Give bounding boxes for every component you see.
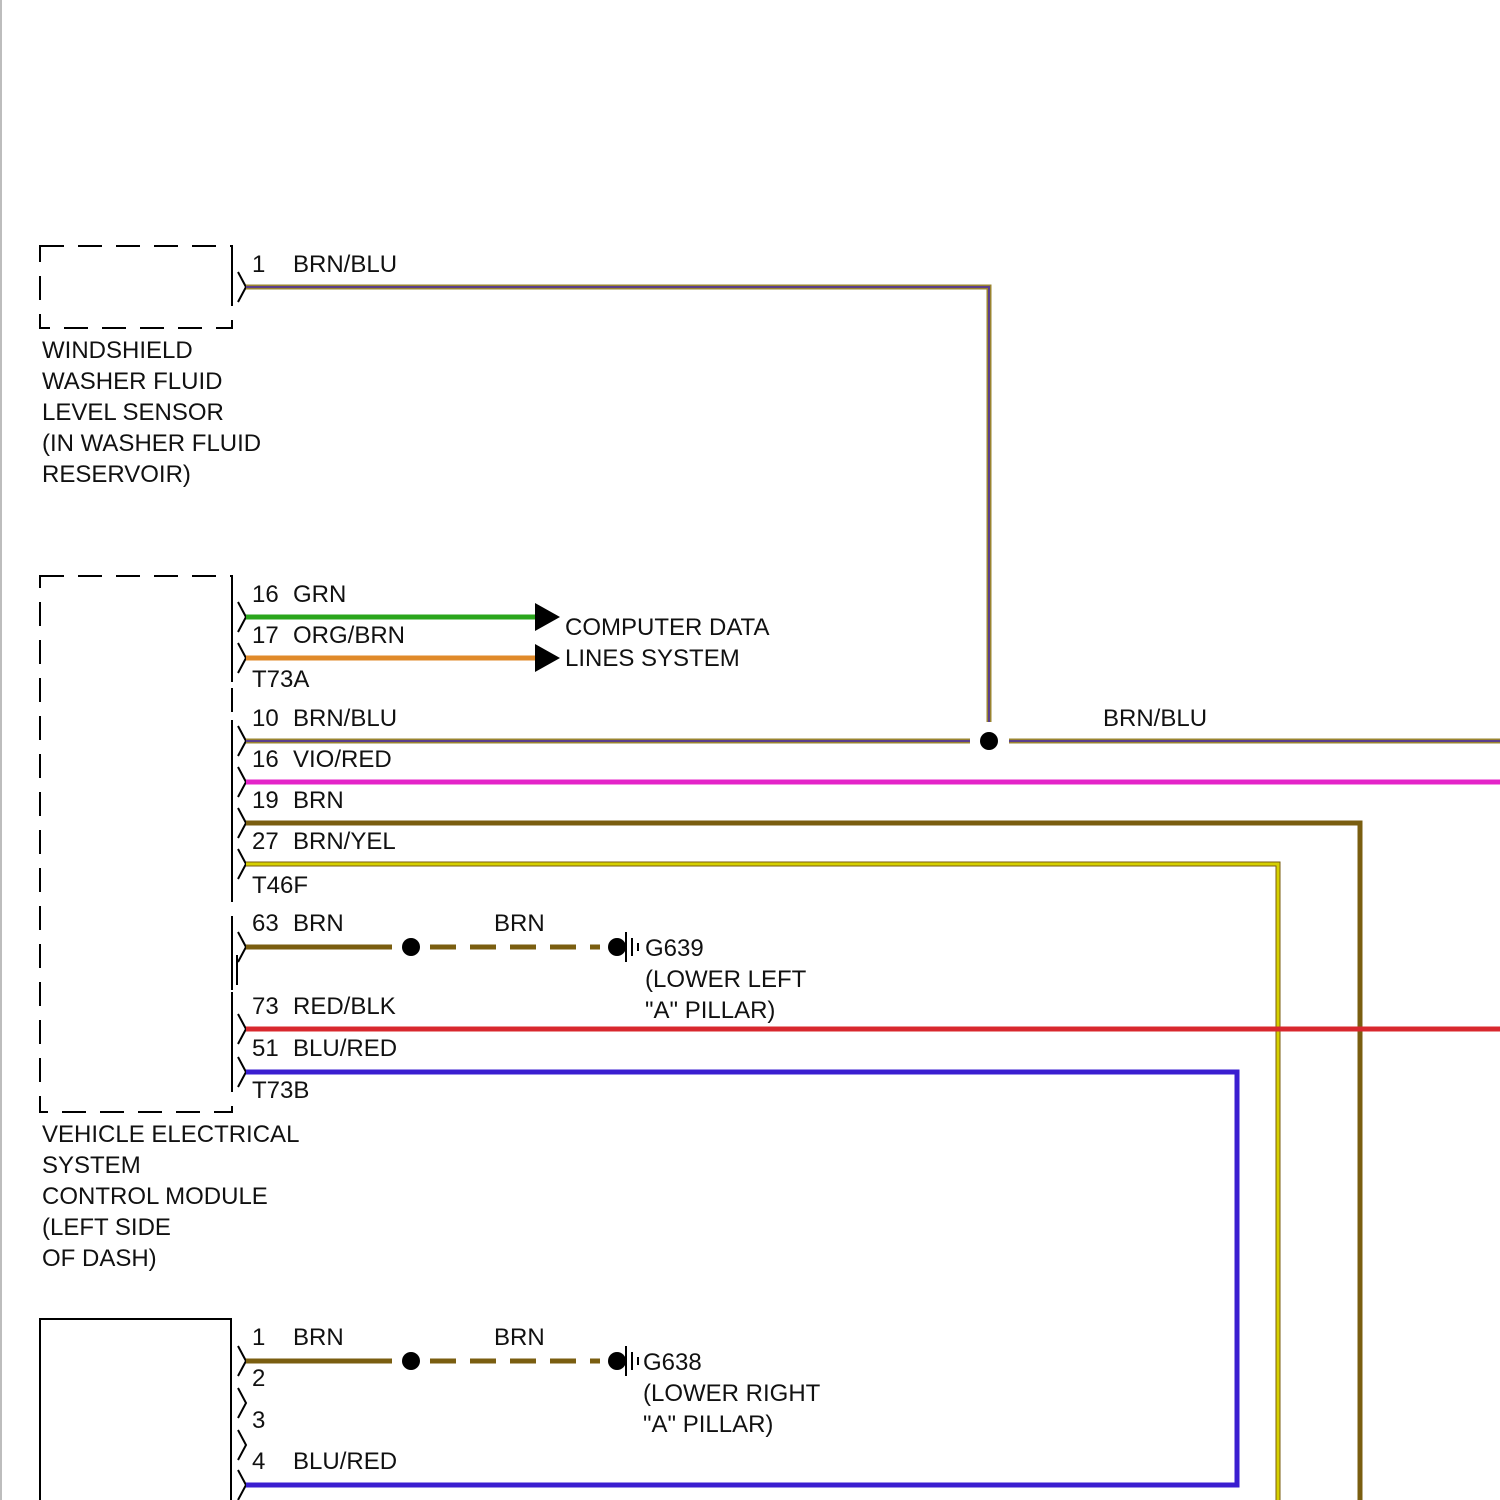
arrow-a16 bbox=[535, 603, 560, 631]
wire-c1 bbox=[246, 1352, 626, 1370]
wire-color-f10-right: BRN/BLU bbox=[1103, 705, 1207, 732]
chevron-f19 bbox=[238, 808, 246, 838]
pin-f10: 10 bbox=[252, 705, 279, 732]
pin-sensor-1: 1 bbox=[252, 251, 265, 278]
pin-c2: 2 bbox=[252, 1365, 265, 1392]
connector-t73b: T73B bbox=[252, 1077, 309, 1104]
vescm-label-line-4: (LEFT SIDE bbox=[42, 1214, 171, 1241]
wire-color-f10: BRN/BLU bbox=[293, 705, 397, 732]
washer-sensor-label-line-4: (IN WASHER FLUID bbox=[42, 430, 261, 457]
wire-color-f19: BRN bbox=[293, 787, 344, 814]
wire-color-f63: BRN bbox=[293, 910, 344, 937]
connector-dividers bbox=[232, 266, 237, 1090]
chevron-b73 bbox=[238, 1014, 246, 1044]
pin-c1: 1 bbox=[252, 1324, 265, 1351]
pin-f19: 19 bbox=[252, 787, 279, 814]
vescm-label-line-5: OF DASH) bbox=[42, 1245, 157, 1272]
wire-color-c4: BLU/RED bbox=[293, 1448, 397, 1475]
chevron-c4 bbox=[238, 1470, 246, 1500]
ground-symbol-g638 bbox=[626, 1346, 638, 1376]
ground-g638-location-line-2: "A" PILLAR) bbox=[643, 1411, 773, 1438]
wire-color-f63-ground: BRN bbox=[494, 910, 545, 937]
destination-computer-data-line-2: LINES SYSTEM bbox=[565, 645, 740, 672]
wire-color-b51: BLU/RED bbox=[293, 1035, 397, 1062]
ground-g638-location-line-1: (LOWER RIGHT bbox=[643, 1380, 821, 1407]
washer-sensor-component: WINDSHIELD WASHER FLUID LEVEL SENSOR (IN… bbox=[40, 246, 261, 488]
splice-dot bbox=[980, 732, 998, 750]
wire-color-c1: BRN bbox=[293, 1324, 344, 1351]
vescm-label-line-3: CONTROL MODULE bbox=[42, 1183, 268, 1210]
pin-f16: 16 bbox=[252, 746, 279, 773]
chevron-f63 bbox=[238, 932, 246, 962]
chevron-f27 bbox=[238, 849, 246, 879]
wire-color-c1-ground: BRN bbox=[494, 1324, 545, 1351]
connector-t73a: T73A bbox=[252, 666, 309, 693]
chevron-c2 bbox=[238, 1388, 246, 1418]
wire-color-b73: RED/BLK bbox=[293, 993, 396, 1020]
pin-b51: 51 bbox=[252, 1035, 279, 1062]
wire-c1-dot-1 bbox=[402, 1352, 420, 1370]
wire-color-a16: GRN bbox=[293, 581, 346, 608]
chevron-a17 bbox=[238, 643, 246, 673]
arrow-a17 bbox=[535, 644, 560, 672]
wire-color-sensor-1: BRN/BLU bbox=[293, 251, 397, 278]
vescm-label-line-2: SYSTEM bbox=[42, 1152, 141, 1179]
washer-sensor-label-line-3: LEVEL SENSOR bbox=[42, 399, 224, 426]
chevron-c3 bbox=[238, 1430, 246, 1460]
chevron-f10 bbox=[238, 726, 246, 756]
chevron-b51 bbox=[238, 1057, 246, 1087]
pin-f27: 27 bbox=[252, 828, 279, 855]
destination-computer-data-line-1: COMPUTER DATA bbox=[565, 614, 769, 641]
wire-color-f16: VIO/RED bbox=[293, 746, 392, 773]
washer-sensor-label-line-2: WASHER FLUID bbox=[42, 368, 222, 395]
ground-g639-name: G639 bbox=[645, 935, 704, 962]
ground-g638-name: G638 bbox=[643, 1349, 702, 1376]
pin-c4: 4 bbox=[252, 1448, 265, 1475]
bottom-component bbox=[40, 1319, 231, 1500]
ground-g639-location-line-2: "A" PILLAR) bbox=[645, 997, 775, 1024]
washer-sensor-label-line-5: RESERVOIR) bbox=[42, 461, 191, 488]
chevron-sensor-1 bbox=[238, 272, 246, 302]
pin-c3: 3 bbox=[252, 1407, 265, 1434]
washer-sensor-label-line-1: WINDSHIELD bbox=[42, 337, 193, 364]
pin-f63: 63 bbox=[252, 910, 279, 937]
chevron-f16 bbox=[238, 767, 246, 797]
wire-f63-dot-1 bbox=[402, 938, 420, 956]
wire-f10 bbox=[246, 732, 1500, 750]
pin-b73: 73 bbox=[252, 993, 279, 1020]
connector-t46f: T46F bbox=[252, 872, 308, 899]
pin-a17: 17 bbox=[252, 622, 279, 649]
wire-f63 bbox=[246, 938, 626, 956]
wire-f63-dot-2 bbox=[608, 938, 626, 956]
chevron-a16 bbox=[238, 602, 246, 632]
chevron-c1 bbox=[238, 1346, 246, 1376]
washer-sensor-outline bbox=[40, 246, 232, 328]
wire-color-f27: BRN/YEL bbox=[293, 828, 396, 855]
ground-g639-location-line-1: (LOWER LEFT bbox=[645, 966, 807, 993]
vescm-label-line-1: VEHICLE ELECTRICAL bbox=[42, 1121, 299, 1148]
vescm-outline bbox=[40, 576, 232, 1112]
pin-a16: 16 bbox=[252, 581, 279, 608]
bottom-component-outline bbox=[40, 1319, 231, 1500]
ground-symbol-g639 bbox=[626, 932, 638, 962]
wire-color-a17: ORG/BRN bbox=[293, 622, 405, 649]
wire-c1-dot-2 bbox=[608, 1352, 626, 1370]
